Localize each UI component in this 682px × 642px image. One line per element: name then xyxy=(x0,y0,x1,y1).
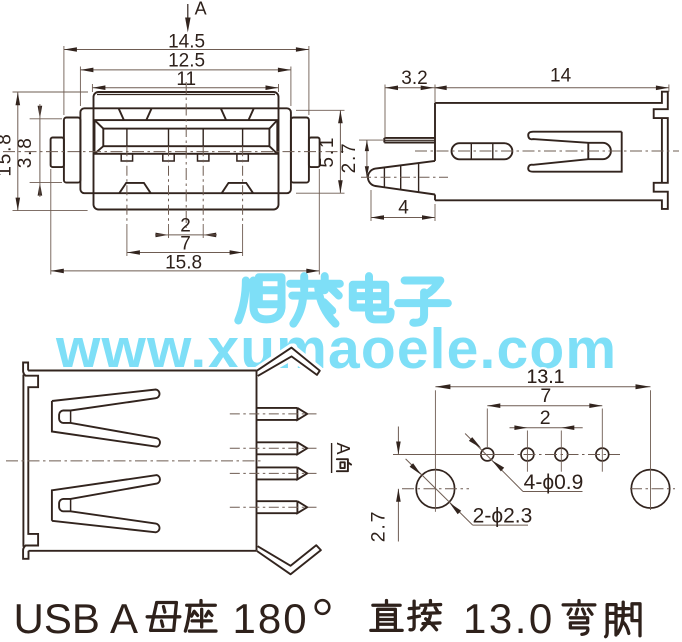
svg-text:2.7: 2.7 xyxy=(339,142,360,174)
svg-text:11: 11 xyxy=(176,69,196,90)
svg-text:14.5: 14.5 xyxy=(168,31,205,52)
svg-text:2-ϕ2.3: 2-ϕ2.3 xyxy=(473,505,533,528)
svg-text:A: A xyxy=(110,595,138,642)
svg-text:15.8: 15.8 xyxy=(165,253,202,274)
svg-text:3.2: 3.2 xyxy=(401,68,427,89)
svg-text:2: 2 xyxy=(540,407,551,429)
svg-text:13.0: 13.0 xyxy=(463,595,555,642)
svg-text:7: 7 xyxy=(180,234,191,255)
svg-text:12.5: 12.5 xyxy=(168,51,205,72)
svg-text:A: A xyxy=(333,443,353,455)
svg-text:2.7: 2.7 xyxy=(368,510,390,543)
svg-text:2: 2 xyxy=(180,216,191,237)
svg-text:A: A xyxy=(195,0,207,19)
svg-text:3.8: 3.8 xyxy=(15,136,36,168)
svg-text:4-ϕ0.9: 4-ϕ0.9 xyxy=(524,471,584,494)
svg-text:13.1: 13.1 xyxy=(527,366,565,388)
svg-text:4: 4 xyxy=(398,198,409,219)
svg-text:USB: USB xyxy=(14,595,100,642)
svg-text:13.1: 13.1 xyxy=(527,366,565,388)
svg-text:5.1: 5.1 xyxy=(317,136,338,168)
svg-text:180: 180 xyxy=(233,595,309,642)
svg-text:7: 7 xyxy=(540,385,551,407)
svg-text:14: 14 xyxy=(550,66,572,87)
svg-text:15.8: 15.8 xyxy=(0,132,16,176)
